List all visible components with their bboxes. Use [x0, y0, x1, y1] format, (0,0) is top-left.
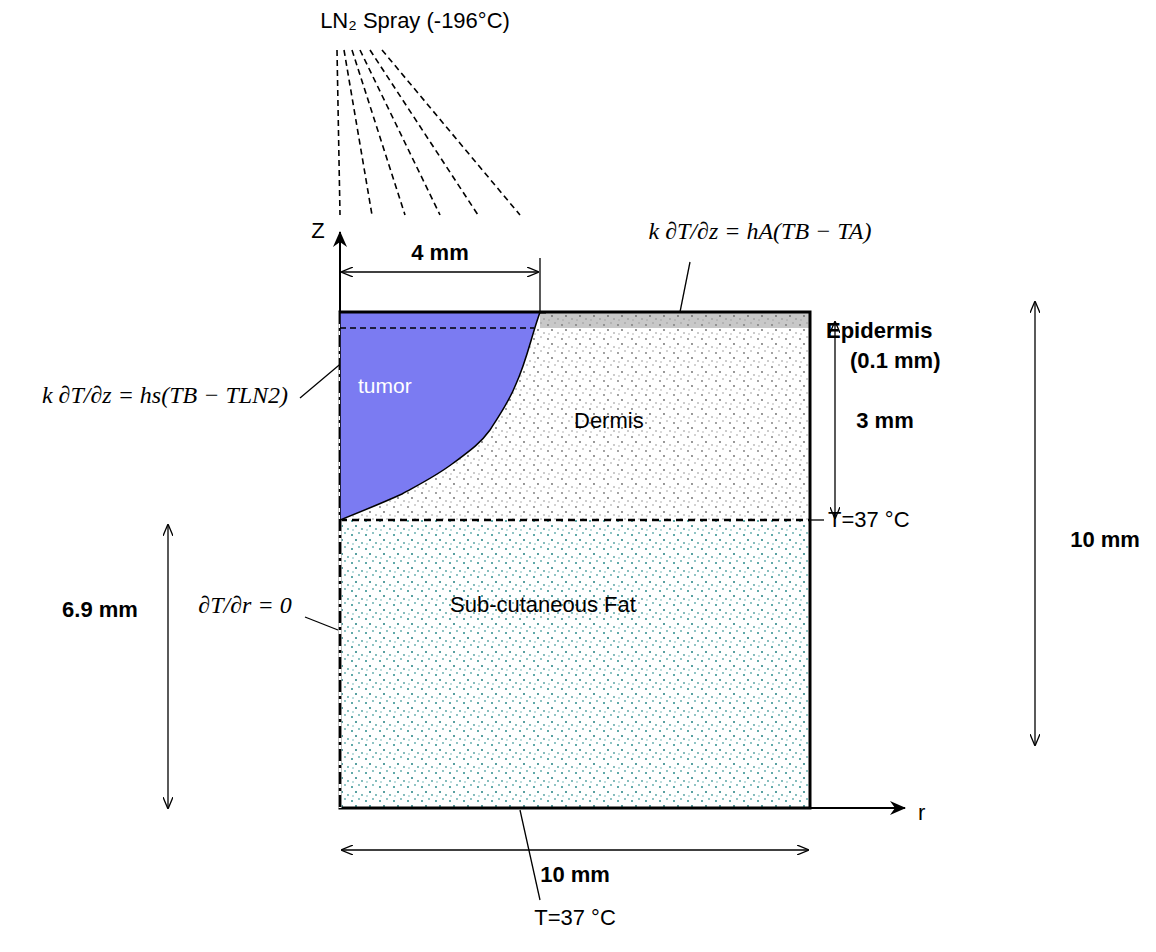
- spray-label: LN₂ Spray (-196°C): [320, 8, 510, 33]
- tumor-region: tumor: [340, 312, 546, 522]
- boundary-condition: T=37 °C: [828, 507, 910, 532]
- dermis-region: Dermis: [546, 330, 810, 518]
- fat-region: Sub-cutaneous Fat: [342, 522, 808, 806]
- dimension: 6.9 mm: [62, 597, 138, 622]
- axis-name: Z: [311, 218, 324, 243]
- dimension: (0.1 mm): [850, 348, 940, 373]
- region-label: Dermis: [574, 408, 644, 434]
- tumor-shape: [340, 312, 546, 522]
- boundary-condition: k ∂T/∂z = hs(TB − TLN2): [42, 382, 288, 410]
- axis-name: r: [918, 800, 925, 825]
- layer-name: Epidermis: [826, 318, 932, 343]
- dimension: 4 mm: [411, 240, 468, 265]
- boundary-condition: ∂T/∂r = 0: [198, 592, 291, 620]
- dimension: 10 mm: [540, 862, 610, 887]
- region-label: Sub-cutaneous Fat: [450, 592, 636, 618]
- dimension: 3 mm: [856, 408, 913, 433]
- boundary-condition: k ∂T/∂z = hA(TB − TA): [649, 218, 872, 246]
- boundary-condition: T=37 °C: [534, 905, 616, 930]
- region-label: tumor: [358, 374, 412, 398]
- dimension: 10 mm: [1070, 527, 1140, 552]
